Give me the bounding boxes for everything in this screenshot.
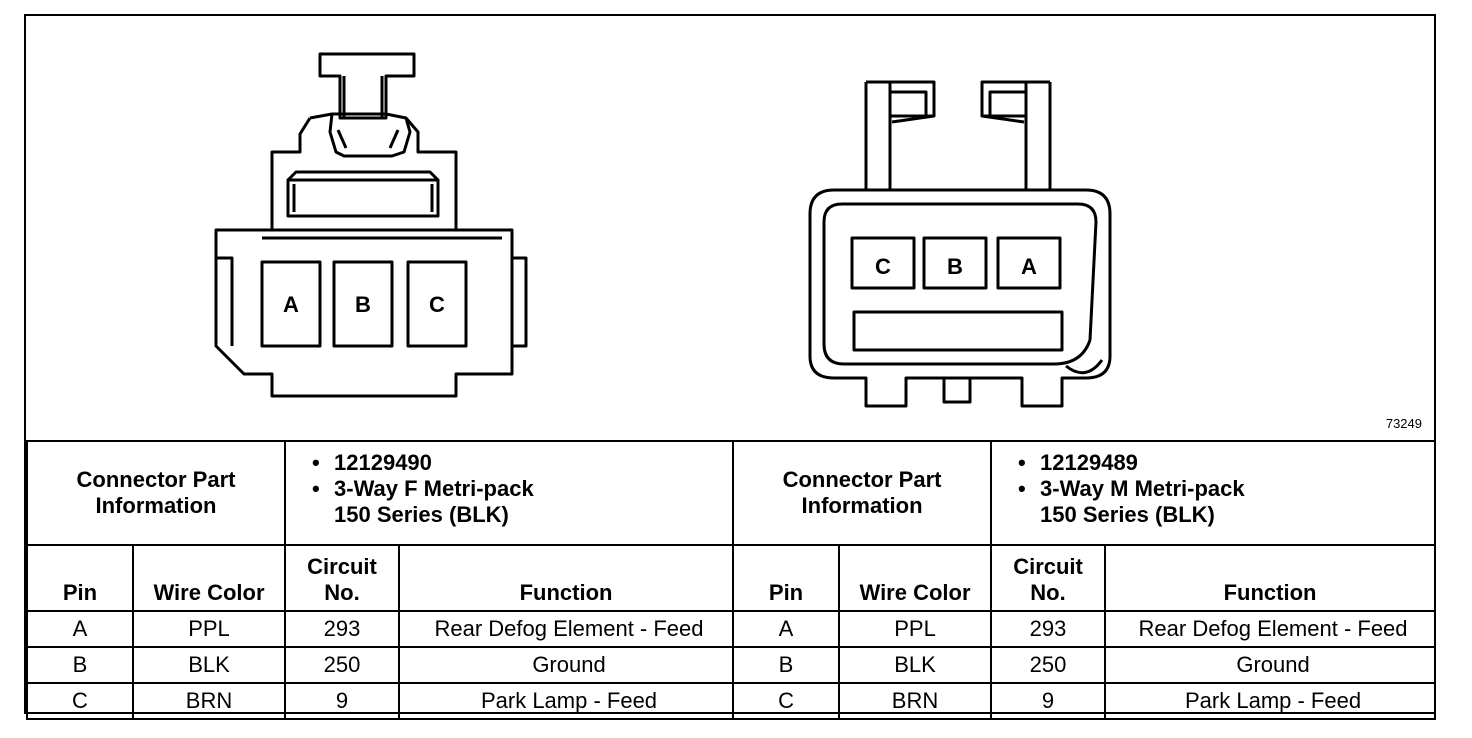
pin-cell: B xyxy=(732,646,841,684)
header-function-right: Function xyxy=(1104,544,1437,612)
wire-color-cell: BRN xyxy=(131,682,287,720)
circuit-cell: 250 xyxy=(990,646,1107,684)
function-cell: Ground xyxy=(398,646,735,684)
header-wire-color-right: Wire Color xyxy=(838,544,993,612)
female-pin-cavity-1 xyxy=(260,260,322,348)
male-pin-cavity-2 xyxy=(922,236,988,290)
circuit-cell: 9 xyxy=(990,682,1107,720)
male-pin-cavity-3 xyxy=(996,236,1062,290)
wire-color-cell: BLK xyxy=(131,646,287,684)
part-desc-right-2: 150 Series (BLK) xyxy=(1040,502,1215,527)
female-pin-label-2: B xyxy=(355,292,371,317)
female-pin-label-3: C xyxy=(429,292,445,317)
pin-cell: A xyxy=(732,610,841,648)
part-number-left: 12129490 xyxy=(292,450,726,476)
circuit-cell: 250 xyxy=(284,646,401,684)
pinout-table: Connector Part Information 12129490 3-Wa… xyxy=(25,440,1437,720)
figure-id: 73249 xyxy=(1385,416,1422,431)
pin-cell: B xyxy=(26,646,134,684)
circuit-cell: 9 xyxy=(284,682,401,720)
circuit-cell: 293 xyxy=(284,610,401,648)
pin-cell: A xyxy=(26,610,134,648)
function-cell: Rear Defog Element - Feed xyxy=(398,610,735,648)
male-connector-outline xyxy=(808,80,1112,408)
connector-part-info-label-right: Connector Part Information xyxy=(732,440,993,546)
function-cell: Park Lamp - Feed xyxy=(1104,682,1437,720)
connector-part-info-label-left: Connector Part Information xyxy=(25,440,287,546)
part-desc-right-1: 3-Way M Metri-pack xyxy=(998,476,1428,502)
function-cell: Rear Defog Element - Feed xyxy=(1104,610,1437,648)
pin-cell: C xyxy=(732,682,841,720)
header-function-left: Function xyxy=(398,544,735,612)
wire-color-cell: BRN xyxy=(838,682,993,720)
connector-info-row: Connector Part Information 12129490 3-Wa… xyxy=(25,440,1437,546)
female-pin-label-1: A xyxy=(283,292,299,317)
table-row: A PPL 293 Rear Defog Element - Feed A PP… xyxy=(26,610,1437,648)
part-desc-left-2: 150 Series (BLK) xyxy=(334,502,509,527)
connector-part-info-right: 12129489 3-Way M Metri-pack 150 Series (… xyxy=(990,440,1437,546)
header-circuit-right: Circuit No. xyxy=(990,544,1107,612)
connector-drawing: A B C C B A 73249 xyxy=(26,16,1434,438)
wire-color-cell: BLK xyxy=(838,646,993,684)
part-number-right: 12129489 xyxy=(998,450,1428,476)
female-pin-cavity-2 xyxy=(332,260,394,348)
wire-color-cell: PPL xyxy=(838,610,993,648)
pin-cell: C xyxy=(26,682,134,720)
header-wire-color-left: Wire Color xyxy=(131,544,287,612)
female-connector-outline xyxy=(214,52,528,398)
table-header-row: Pin Wire Color Circuit No. Function Pin … xyxy=(26,544,1437,612)
circuit-cell: 293 xyxy=(990,610,1107,648)
connector-illustration: A B C C B A xyxy=(214,52,1112,408)
connector-sheet: A B C C B A 73249 Connector Part Informa… xyxy=(24,14,1437,720)
male-pin-label-3: A xyxy=(1021,254,1037,279)
function-cell: Park Lamp - Feed xyxy=(398,682,735,720)
male-pin-label-2: B xyxy=(947,254,963,279)
connector-part-info-left: 12129490 3-Way F Metri-pack 150 Series (… xyxy=(284,440,735,546)
table-row: C BRN 9 Park Lamp - Feed C BRN 9 Park La… xyxy=(26,682,1437,720)
header-circuit-left: Circuit No. xyxy=(284,544,401,612)
wire-color-cell: PPL xyxy=(131,610,287,648)
part-desc-left-1: 3-Way F Metri-pack xyxy=(292,476,726,502)
function-cell: Ground xyxy=(1104,646,1437,684)
female-pin-cavity-3 xyxy=(406,260,468,348)
header-pin-right: Pin xyxy=(732,544,841,612)
male-pin-label-1: C xyxy=(875,254,891,279)
header-pin-left: Pin xyxy=(26,544,134,612)
table-row: B BLK 250 Ground B BLK 250 Ground xyxy=(26,646,1437,684)
male-pin-cavity-1 xyxy=(850,236,916,290)
